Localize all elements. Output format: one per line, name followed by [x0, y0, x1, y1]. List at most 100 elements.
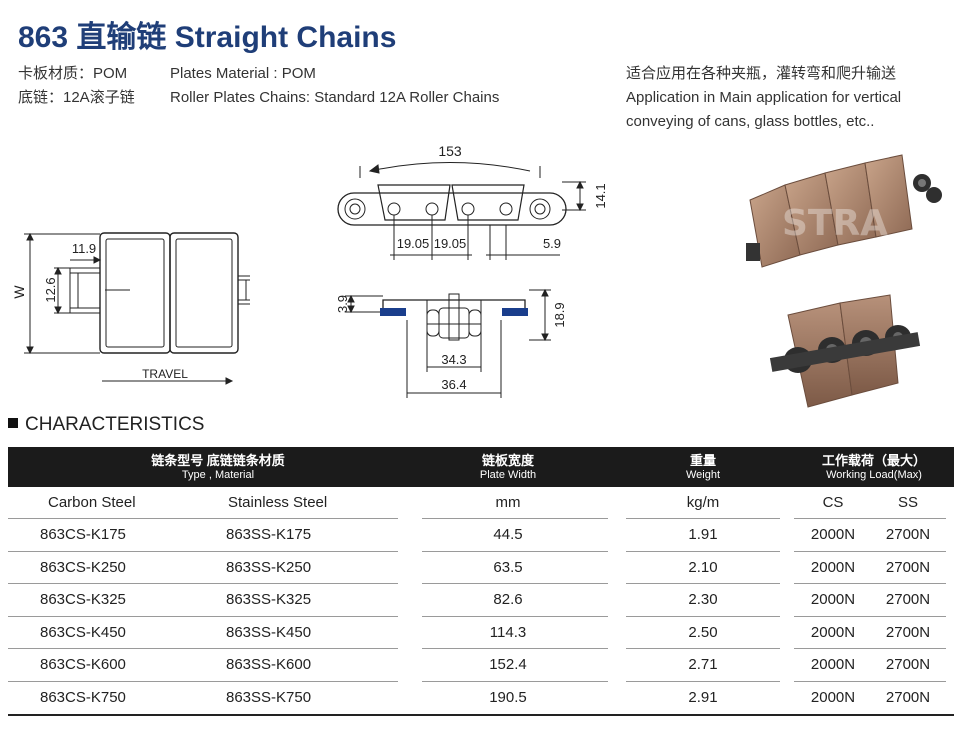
- row-divider: [794, 583, 946, 585]
- col-weight: 重量 Weight: [685, 453, 721, 481]
- dim-19-05-b: 19.05: [434, 236, 467, 251]
- cell-plate-width: 44.5: [493, 526, 523, 543]
- row-divider: [626, 648, 780, 650]
- sub-cs: CS: [822, 494, 844, 511]
- characteristics-heading: CHARACTERISTICS: [8, 414, 204, 436]
- sub-kgm: kg/m: [686, 494, 720, 511]
- travel-label: TRAVEL: [142, 367, 188, 381]
- cell-plate-width: 82.6: [493, 591, 523, 609]
- row-divider: [8, 615, 398, 617]
- cell-carbon-model: 863CS-K600: [40, 656, 126, 674]
- row-divider: [8, 583, 398, 585]
- cell-weight: 2.10: [688, 558, 718, 576]
- title-en: Straight Chains: [174, 21, 397, 54]
- row-divider: [8, 681, 398, 682]
- photo-watermark: STRA: [782, 203, 888, 244]
- row-divider: [422, 615, 608, 617]
- cell-stainless-model: 863SS-K250: [226, 558, 312, 576]
- row-divider: [422, 648, 608, 650]
- cell-load-ss: 2700N: [885, 591, 931, 609]
- chain-upper: [746, 154, 942, 268]
- chain-lower: [769, 294, 921, 408]
- dim-12-6: 12.6: [43, 277, 58, 302]
- col-load: 工作载荷（最大） Working Load(Max): [821, 453, 926, 481]
- application-cn: 适合应用在各种夹瓶，灌转弯和爬升输送: [626, 65, 897, 82]
- row-divider: [794, 615, 946, 617]
- application-text: 适合应用在各种夹瓶，灌转弯和爬升输送 Application in Main a…: [626, 62, 901, 134]
- plate-material-en: Plates Material : POM: [170, 65, 316, 82]
- top-view-drawing: 153 14.1 19.05 19.05 5.9: [337, 143, 608, 260]
- row-divider: [422, 550, 608, 552]
- dim-34-3: 34.3: [441, 352, 466, 367]
- base-chain-cn: 底链：12A滚子链: [18, 89, 135, 106]
- cell-load-cs: 2000N: [810, 558, 856, 576]
- row-divider: [626, 518, 780, 519]
- table-subheader: Carbon Steel Stainless Steel mm kg/m CS …: [8, 487, 954, 519]
- cell-stainless-model: 863SS-K600: [226, 656, 312, 674]
- cell-load-cs: 2000N: [810, 689, 856, 706]
- dim-11-9: 11.9: [72, 241, 96, 256]
- cell-load-cs: 2000N: [810, 656, 856, 674]
- cell-carbon-model: 863CS-K750: [40, 689, 126, 706]
- application-en-2: conveying of cans, glass bottles, etc..: [626, 113, 875, 130]
- plate-material-cn: 卡板材质：POM: [18, 65, 128, 82]
- row-divider: [8, 550, 398, 552]
- dim-5-9: 5.9: [543, 236, 561, 251]
- application-en-1: Application in Main application for vert…: [626, 89, 902, 106]
- table-bottom-rule: [8, 713, 954, 716]
- cell-load-ss: 2700N: [885, 656, 931, 674]
- table-row: 863CS-K250 863SS-K250 63.5 2.10 2000N 2700N: [8, 552, 954, 584]
- sub-ss: SS: [897, 494, 918, 511]
- cell-plate-width: 152.4: [489, 656, 527, 674]
- cell-stainless-model: 863SS-K750: [226, 689, 312, 706]
- row-divider: [626, 550, 780, 552]
- row-divider: [794, 518, 946, 519]
- cell-load-ss: 2700N: [885, 558, 931, 576]
- table-row: 863CS-K325 863SS-K325 82.6 2.30 2000N 2700N: [8, 584, 954, 616]
- row-divider: [626, 681, 780, 682]
- cell-load-cs: 2000N: [810, 526, 856, 543]
- row-divider: [626, 583, 780, 585]
- table-header: 链条型号 底链链条材质 Type , Material 链板宽度 Plate W…: [8, 447, 954, 487]
- row-divider: [422, 518, 608, 519]
- cell-carbon-model: 863CS-K250: [40, 558, 126, 576]
- dim-3-9: 3.9: [335, 295, 350, 313]
- dim-19-05-a: 19.05: [397, 236, 430, 251]
- cell-weight: 2.71: [688, 656, 718, 674]
- sub-mm: mm: [495, 494, 521, 511]
- dim-14-1: 14.1: [593, 183, 608, 208]
- col-width: 链板宽度 Plate Width: [479, 453, 537, 481]
- cell-load-cs: 2000N: [810, 591, 856, 609]
- row-divider: [794, 648, 946, 650]
- title-cn: 直输链: [76, 20, 167, 55]
- cell-carbon-model: 863CS-K325: [40, 591, 126, 609]
- cell-plate-width: 190.5: [489, 689, 527, 706]
- square-bullet-icon: [8, 418, 18, 428]
- spec-cn: 卡板材质：POM 底链：12A滚子链: [18, 62, 135, 110]
- product-photo: STRA: [746, 154, 942, 408]
- row-divider: [8, 518, 398, 519]
- row-divider: [422, 583, 608, 585]
- section-view-drawing: 3.9 18.9 34.3 36.4: [335, 288, 567, 398]
- spec-en: Plates Material : POM Roller Plates Chai…: [170, 62, 499, 110]
- cell-load-ss: 2700N: [885, 623, 931, 641]
- cell-plate-width: 63.5: [493, 558, 523, 576]
- cell-load-cs: 2000N: [810, 623, 856, 641]
- dim-18-9: 18.9: [552, 302, 567, 327]
- sub-carbon: Carbon Steel: [48, 494, 136, 511]
- base-chain-en: Roller Plates Chains: Standard 12A Rolle…: [170, 89, 500, 106]
- table-row: 863CS-K600 863SS-K600 152.4 2.71 2000N 2700N: [8, 649, 954, 681]
- cell-stainless-model: 863SS-K325: [226, 591, 312, 609]
- dim-153: 153: [438, 143, 462, 159]
- col-type: 链条型号 底链链条材质 Type , Material: [151, 453, 285, 481]
- cell-weight: 2.30: [688, 591, 718, 609]
- cell-weight: 2.50: [688, 623, 718, 641]
- sub-stainless: Stainless Steel: [228, 494, 328, 511]
- row-divider: [422, 681, 608, 682]
- cell-carbon-model: 863CS-K175: [40, 526, 126, 543]
- side-view-drawing: W 12.6 11.9 TRAVEL: [11, 232, 250, 385]
- cell-load-ss: 2700N: [885, 526, 931, 543]
